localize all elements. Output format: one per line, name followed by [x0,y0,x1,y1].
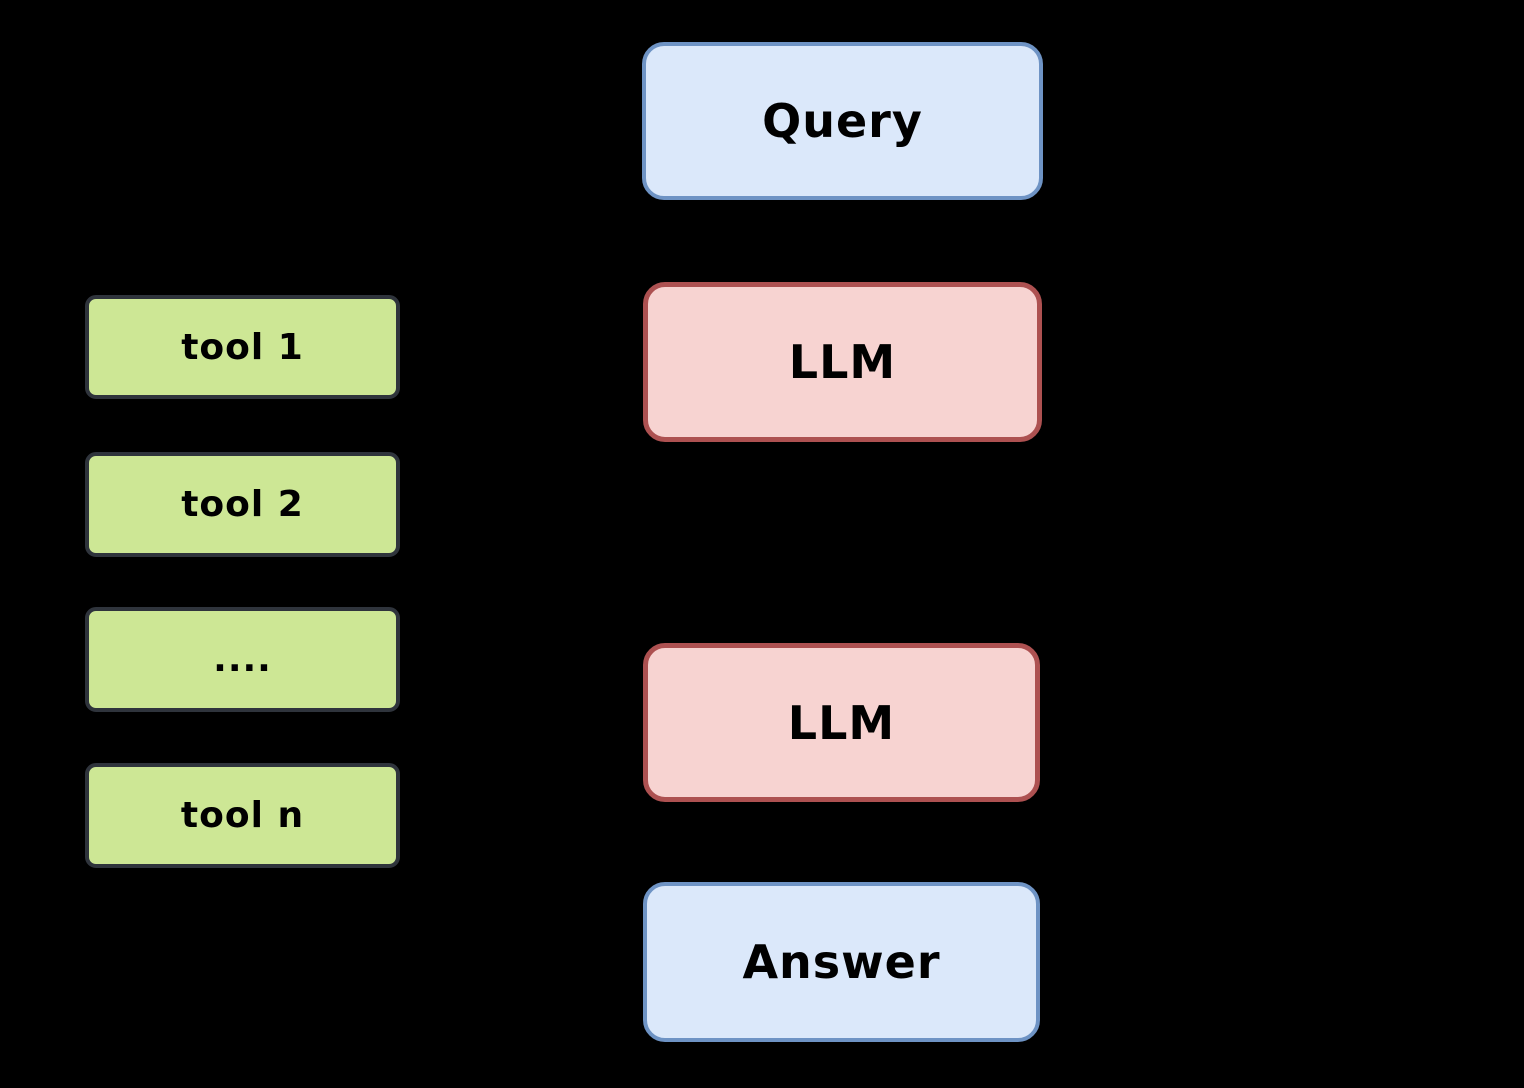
llm-bottom-label: LLM [787,695,896,750]
tool-node-n: tool n [85,763,400,868]
tool-node-1: tool 1 [85,295,400,399]
llm-top-label: LLM [788,335,897,389]
llm-node-bottom: LLM [643,643,1040,802]
tool-ellipsis-label: .... [213,639,272,680]
tool-n-label: tool n [180,795,305,836]
llm-node-top: LLM [643,282,1042,442]
answer-node: Answer [643,882,1040,1042]
tool-node-2: tool 2 [85,452,400,557]
query-label: Query [762,94,923,148]
tool-1-label: tool 1 [181,326,304,368]
query-node: Query [642,42,1043,200]
answer-label: Answer [742,935,941,989]
tool-node-ellipsis: .... [85,607,400,712]
tool-2-label: tool 2 [181,484,304,525]
